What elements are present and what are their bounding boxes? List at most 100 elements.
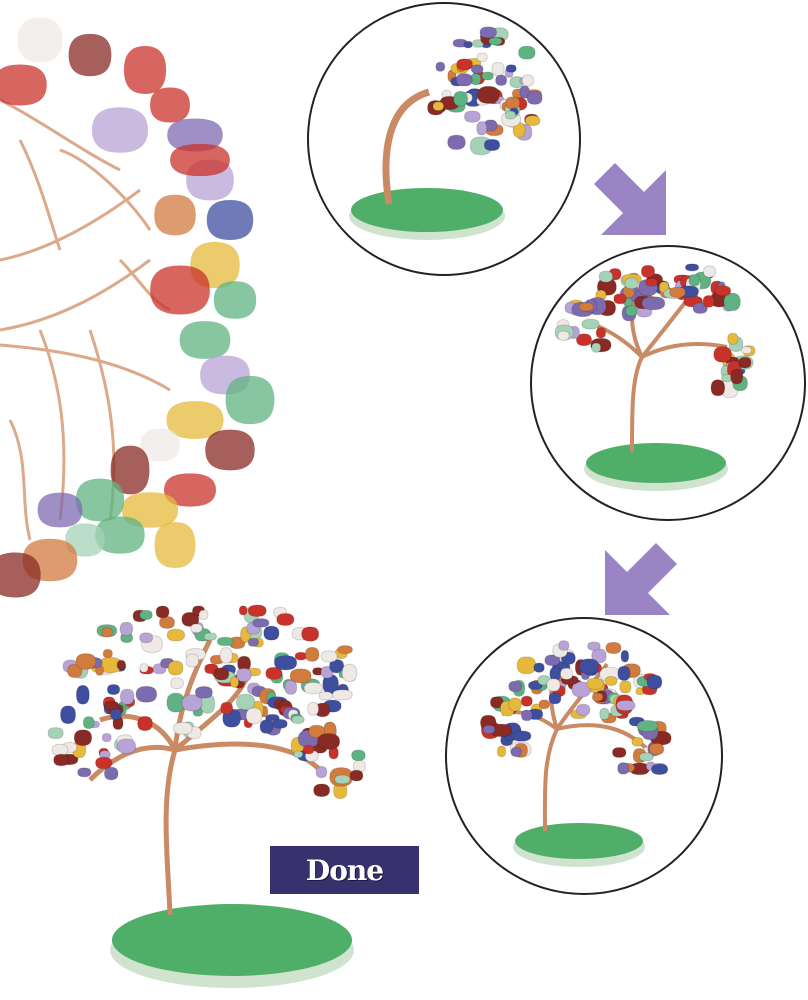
gem-chip — [302, 744, 315, 755]
gem-chip — [505, 64, 517, 73]
gem-chip — [615, 699, 636, 712]
gem-chip — [538, 699, 551, 710]
gem-chip — [544, 654, 561, 667]
gem-chip — [219, 647, 233, 664]
gem-chip — [95, 516, 145, 554]
gem-chip — [334, 774, 351, 785]
gem-chip — [495, 74, 508, 86]
gem-chip — [636, 719, 659, 733]
gem-chip — [304, 646, 320, 662]
gem-chip — [68, 33, 112, 77]
gem-chip — [220, 701, 234, 715]
gem-chip — [578, 658, 600, 675]
gem-chip — [519, 85, 530, 99]
gem-chip — [291, 715, 305, 725]
gem-chip — [332, 689, 353, 701]
gem-chip — [229, 676, 240, 688]
gem-chip — [620, 649, 630, 663]
gem-chip — [575, 703, 591, 716]
done-text: Done — [305, 853, 384, 887]
gem-chip — [75, 684, 90, 705]
gem-chip — [17, 17, 63, 63]
gem-chip — [714, 285, 732, 297]
gem-chip — [488, 37, 503, 46]
gem-chip — [613, 293, 627, 305]
gem-chip — [510, 746, 522, 758]
gem-chip — [104, 700, 120, 711]
gem-chip — [320, 650, 338, 663]
gem-chip — [194, 686, 213, 699]
gem-chip — [587, 641, 601, 651]
gem-chip — [489, 723, 513, 738]
gem-chip — [740, 346, 753, 355]
gem-chip — [51, 743, 69, 757]
gem-chip — [75, 653, 97, 670]
gem-chip — [591, 692, 604, 702]
gem-chip — [558, 640, 570, 651]
gem-chip — [688, 274, 701, 287]
gem-chip — [604, 675, 618, 686]
gem-chip — [455, 73, 473, 87]
gem-chip — [730, 368, 744, 385]
gem-chip — [518, 45, 536, 60]
gem-chip — [77, 767, 92, 778]
gem-chip — [164, 473, 216, 507]
gem-chip — [167, 660, 184, 676]
step-1-circle — [307, 2, 581, 276]
gem-chip — [170, 677, 184, 690]
gem-chip — [181, 611, 200, 627]
step-2-circle — [530, 245, 806, 521]
gem-chip — [526, 90, 543, 105]
gem-chip — [116, 738, 137, 754]
gem-chip — [702, 294, 715, 308]
gem-chip — [293, 750, 304, 759]
gem-chip — [624, 277, 639, 290]
gem-chip — [140, 428, 180, 462]
gem-chip — [0, 552, 41, 598]
gem-chip — [228, 636, 246, 650]
gem-chip — [505, 96, 521, 110]
gem-chip — [317, 733, 341, 750]
gem-chip — [650, 763, 669, 776]
gem-chip — [591, 342, 602, 353]
gem-chip — [150, 265, 210, 315]
gem-chip — [349, 769, 364, 782]
gem-chip — [213, 281, 257, 319]
gem-chip — [185, 653, 200, 668]
gem-chip — [102, 648, 113, 659]
gem-chip — [82, 716, 95, 730]
gem-chip — [646, 674, 663, 690]
gem-chip — [524, 115, 541, 127]
gem-chip — [470, 64, 484, 75]
gem-chip — [154, 521, 196, 569]
step-3-circle — [445, 617, 723, 895]
gem-chip — [238, 605, 248, 616]
gem-chip — [511, 730, 532, 742]
gem-chip — [481, 71, 494, 81]
gem-chip — [559, 667, 574, 680]
gem-chip — [611, 746, 627, 758]
gem-chip — [727, 332, 739, 345]
gem-chip — [106, 683, 121, 696]
gem-chip — [575, 333, 593, 347]
gem-chip — [483, 119, 498, 132]
gem-chip — [351, 749, 366, 762]
gem-chip — [247, 637, 260, 647]
gem-chip — [491, 61, 505, 77]
gem-chip — [179, 321, 231, 359]
gem-chip — [318, 691, 333, 701]
gem-chip — [617, 665, 631, 681]
gem-chip — [172, 721, 193, 735]
gem-chip — [738, 356, 752, 369]
gem-chip — [73, 729, 93, 747]
gem-chip — [605, 641, 622, 655]
gem-chip — [533, 662, 545, 673]
gem-chip — [702, 265, 717, 278]
gem-chip — [463, 40, 473, 49]
gem-chip — [456, 58, 473, 71]
gem-chip — [447, 134, 466, 150]
gem-chip — [205, 429, 255, 471]
gem-chip — [641, 296, 666, 311]
gem-chip — [139, 663, 149, 673]
